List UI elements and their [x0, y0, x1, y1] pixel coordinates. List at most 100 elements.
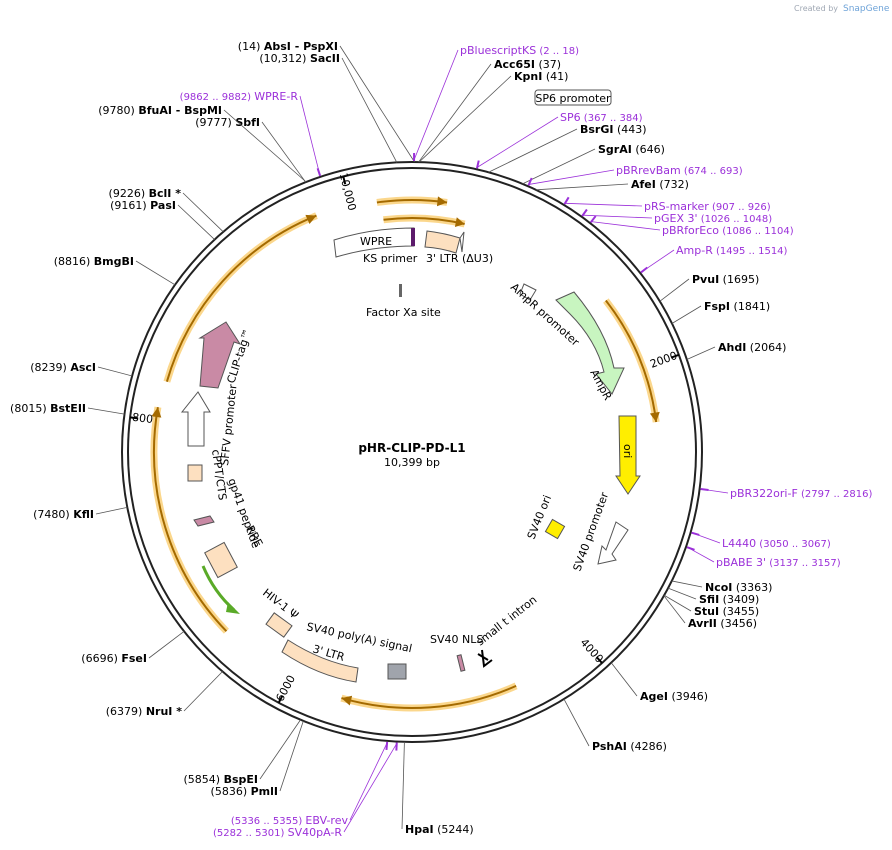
primer-leader: [591, 221, 661, 231]
primer-mark: [691, 531, 700, 536]
tick-mark: [671, 353, 680, 359]
enzyme-leader: [87, 407, 125, 415]
svg-text:gp41 peptide: gp41 peptide: [225, 477, 262, 551]
svg-text:HIV-1 Ψ: HIV-1 Ψ: [260, 586, 301, 622]
primer-leader: [413, 49, 459, 161]
primer-mark: [581, 208, 588, 217]
enzyme-label: (5854) BspEI: [184, 773, 259, 786]
svg-text:small t intron: small t intron: [474, 593, 539, 648]
primer-label: pBRforEco (1086 .. 1104): [662, 224, 794, 237]
enzyme-leader: [259, 719, 301, 780]
feature-ks-primer: KS primer: [363, 252, 418, 265]
primer-layer: pBluescriptKS (2 .. 18)(9862 .. 9882) WP…: [180, 44, 873, 839]
enzyme-label: (9226) BclI *: [109, 187, 182, 200]
primer-leader: [582, 214, 653, 219]
feature-sv40-nls: SV40 NLS: [430, 633, 483, 672]
enzyme-leader: [686, 346, 716, 360]
primer-mark: [640, 266, 648, 274]
orf-arrowhead: [649, 411, 660, 423]
backbone-ring: [121, 161, 703, 743]
enzyme-leader: [488, 128, 578, 173]
primer-label: (5282 .. 5301) SV40pA-R: [213, 826, 342, 839]
enzyme-label: SgrAI (646): [598, 143, 665, 156]
enzyme-label: FspI (1841): [704, 300, 770, 313]
enzyme-leader: [563, 698, 590, 747]
primer-leader: [299, 95, 321, 176]
svg-text:SV40 NLS: SV40 NLS: [430, 633, 483, 646]
enzyme-label: (5836) PmlI: [211, 785, 278, 798]
enzyme-label: AfeI (732): [631, 178, 689, 191]
enzyme-label: (9777) SbfI: [195, 116, 260, 129]
orf-arrowhead: [436, 196, 448, 207]
svg-text:SP6 promoter: SP6 promoter: [535, 92, 611, 105]
enzyme-leader: [610, 662, 638, 697]
plasmid-name: pHR-CLIP-PD-L1: [358, 441, 465, 455]
primer-leader: [528, 169, 615, 185]
enzyme-label: (9161) PasI: [110, 199, 176, 212]
tick-label: 2000: [648, 349, 679, 371]
enzyme-label: PshAI (4286): [592, 740, 667, 753]
primer-label: pBR322ori-F (2797 .. 2816): [730, 487, 872, 500]
primer-mark: [686, 546, 695, 551]
feature-wpre: WPRE: [333, 227, 415, 258]
primer-label: (9862 .. 9882) WPRE-R: [180, 90, 299, 103]
enzyme-label: KpnI (41): [514, 70, 568, 83]
enzyme-leader: [97, 366, 133, 377]
primer-label: pBABE 3' (3137 .. 3157): [716, 556, 841, 569]
primer-mark: [589, 215, 597, 223]
primer-label: SP6 (367 .. 384): [560, 111, 643, 124]
enzyme-label: HpaI (5244): [405, 823, 474, 836]
enzyme-label: SfiI (3409): [699, 593, 759, 606]
primer-leader: [564, 202, 643, 207]
orf-arc: [605, 299, 658, 423]
feature-3ltr: 3' LTR: [281, 639, 359, 683]
primer-leader: [476, 116, 559, 168]
orf-arrowhead: [305, 214, 317, 224]
tick-mark: [595, 656, 603, 664]
enzyme-label: (7480) KflI: [33, 508, 94, 521]
orf-arrowhead: [341, 695, 353, 706]
enzyme-label: NcoI (3363): [705, 581, 772, 594]
svg-text:SFFV promoter: SFFV promoter: [218, 383, 240, 466]
enzyme-leader: [279, 720, 304, 792]
enzyme-leader: [418, 75, 512, 163]
feature-sv40-ori: SV40 ori: [525, 493, 566, 541]
enzyme-leader: [659, 278, 690, 302]
enzyme-leader: [148, 631, 185, 659]
primer-mark: [563, 196, 570, 205]
enzyme-leader: [339, 45, 415, 163]
primer-mark: [475, 160, 480, 169]
tick-mark: [277, 695, 284, 704]
enzyme-leader: [671, 580, 703, 588]
primer-label: pGEX 3' (1026 .. 1048): [654, 212, 772, 225]
enzyme-label: AgeI (3946): [640, 690, 708, 703]
enzyme-leader: [401, 741, 405, 830]
primer-label: L4440 (3050 .. 3067): [722, 537, 831, 550]
feature-factor-xa-mark: [399, 284, 402, 297]
primer-label: pBRrevBam (674 .. 693): [616, 164, 743, 177]
enzyme-leader: [663, 595, 686, 624]
enzyme-leader: [418, 63, 492, 163]
primer-label: (5336 .. 5355) EBV-rev: [231, 814, 349, 827]
orf-arrowhead: [454, 217, 465, 228]
orf-arc: [153, 407, 228, 632]
svg-text:ori: ori: [621, 444, 634, 458]
primer-leader: [343, 743, 398, 833]
feature-sv40-promoter: SV40 promoter: [571, 490, 629, 573]
orf-arrowhead: [151, 407, 162, 418]
enzyme-label: (9780) BfuAI - BspMI: [98, 104, 222, 117]
enzyme-label: (6379) NruI *: [106, 705, 182, 718]
tick-mark: [342, 176, 347, 185]
enzyme-label: StuI (3455): [694, 605, 759, 618]
enzyme-leader: [182, 192, 224, 233]
svg-text:3' LTR (ΔU3): 3' LTR (ΔU3): [426, 252, 493, 265]
feature-small-t-intron: small t intron: [474, 593, 539, 668]
enzyme-leader: [341, 57, 398, 163]
enzyme-label: (8015) BstEII: [10, 402, 86, 415]
enzyme-leader: [177, 204, 215, 240]
primer-mark: [700, 487, 709, 491]
feature-green-arc: [201, 565, 240, 614]
primer-leader: [349, 742, 388, 821]
enzyme-leader: [183, 671, 223, 712]
